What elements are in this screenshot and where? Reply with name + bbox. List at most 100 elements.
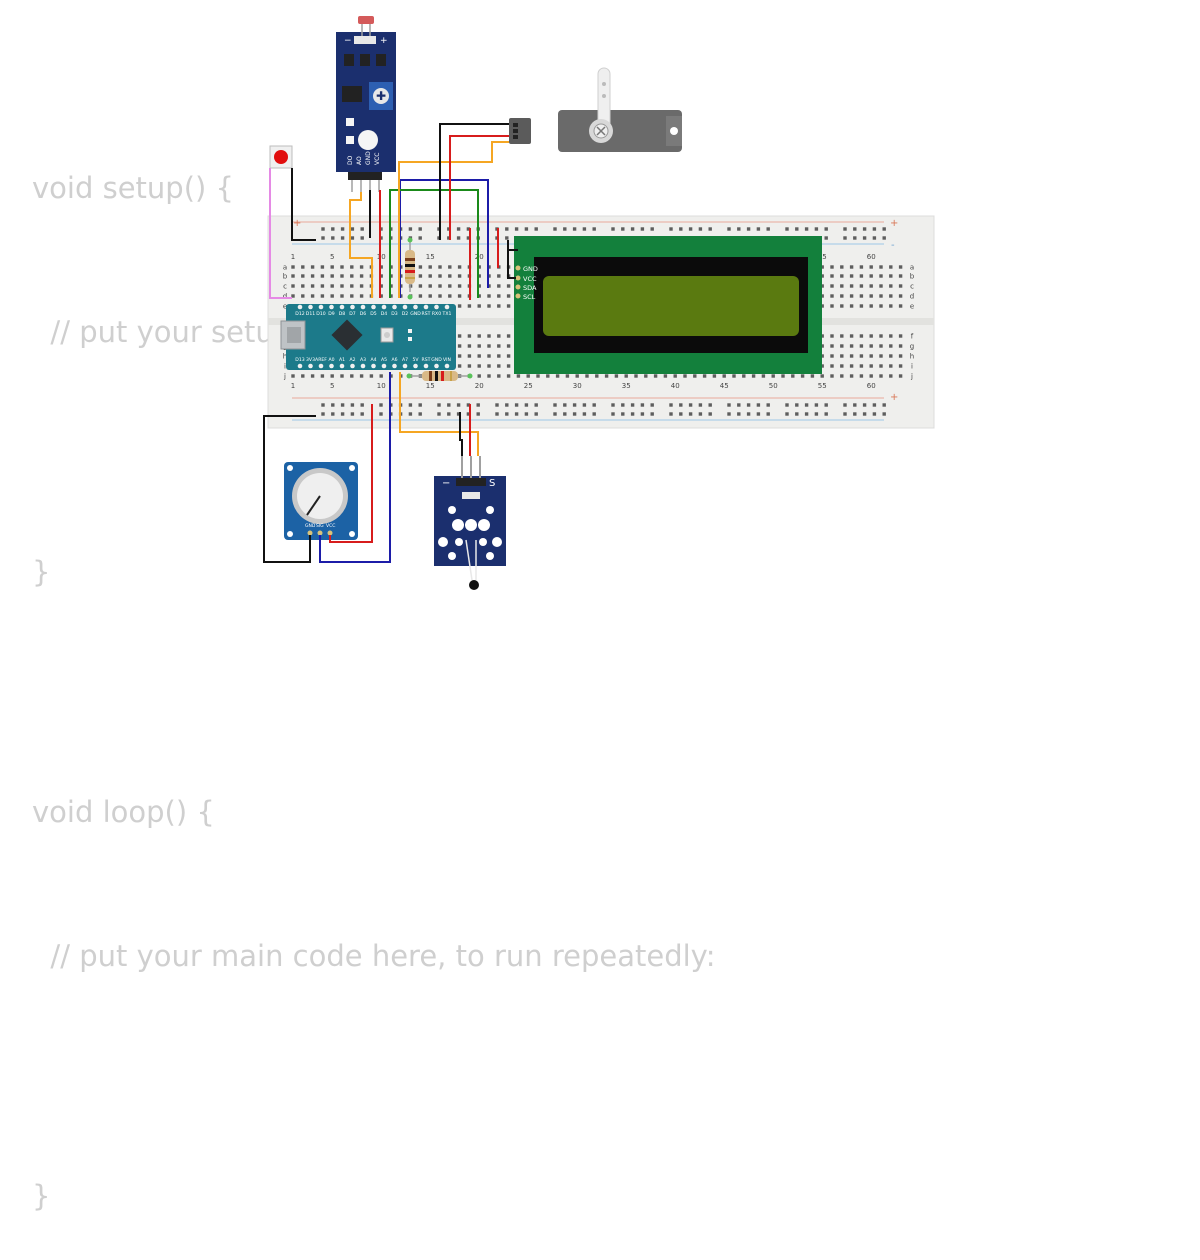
breadboard-hole: [621, 227, 625, 231]
arduino-pin[interactable]: [297, 304, 303, 310]
wires[interactable]: [263, 123, 518, 563]
breadboard-hole: [506, 364, 511, 368]
arduino-pin[interactable]: [444, 363, 450, 369]
arduino-pin[interactable]: [350, 304, 355, 310]
arduino-pin[interactable]: [402, 304, 408, 310]
breadboard-hole: [824, 412, 828, 416]
arduino-pin[interactable]: [381, 304, 387, 310]
arduino-pin[interactable]: [308, 363, 313, 369]
arduino-pin-label: RST: [422, 311, 431, 317]
arduino-pin[interactable]: [413, 304, 418, 310]
arduino-pin[interactable]: [423, 304, 429, 310]
breadboard-hole: [614, 374, 619, 378]
breadboard-hole: [359, 265, 364, 269]
arduino-pin[interactable]: [402, 363, 408, 369]
breadboard-hole: [418, 412, 422, 416]
arduino-pin[interactable]: [360, 304, 366, 310]
servo-motor[interactable]: [509, 67, 682, 152]
breadboard-hole: [795, 227, 799, 231]
breadboard-hole: [379, 274, 383, 278]
wire-red-servo-vcc[interactable]: [449, 135, 509, 240]
resistor-band: [405, 258, 415, 261]
breadboard-hole: [859, 284, 864, 288]
breadboard-hole: [359, 284, 364, 288]
breadboard-hole: [418, 265, 423, 269]
breadboard-hole: [467, 304, 472, 308]
potentiometer-indicator: [306, 495, 321, 516]
arduino-pin[interactable]: [360, 363, 366, 369]
arduino-pin[interactable]: [308, 304, 313, 310]
lcd-pin-scl[interactable]: [515, 293, 521, 299]
arduino-pin[interactable]: [329, 363, 334, 369]
arduino-pin[interactable]: [339, 304, 345, 310]
pot-pin[interactable]: [307, 530, 313, 536]
breadboard-hole: [477, 274, 481, 278]
wire-red-pot-vcc[interactable]: [329, 404, 373, 543]
breadboard-hole: [476, 403, 480, 407]
arduino-pin[interactable]: [318, 363, 324, 369]
led-indicator: [408, 337, 412, 341]
breadboard-hole: [437, 403, 441, 407]
lcd-pin-sda[interactable]: [515, 284, 521, 290]
wire-black-temp-gnd[interactable]: [459, 412, 463, 456]
lcd-display[interactable]: GND VCC SDA SCL: [514, 236, 822, 374]
breadboard-hole: [563, 412, 567, 416]
wire-black-servo-gnd[interactable]: [439, 123, 509, 240]
wire-black-pot-gnd[interactable]: [263, 415, 316, 563]
resistor-vertical[interactable]: [405, 237, 415, 300]
resistor-horizontal[interactable]: [406, 371, 473, 381]
lcd-screen: [543, 276, 799, 336]
breadboard-hole: [497, 334, 501, 338]
breadboard-hole: [882, 227, 886, 231]
wire-green-lcd-scl[interactable]: [389, 189, 479, 298]
pot-pin[interactable]: [317, 530, 323, 536]
arduino-pin-label: AREF: [315, 357, 327, 363]
breadboard-column-number: 30: [573, 382, 582, 390]
pot-pin[interactable]: [327, 530, 333, 536]
arduino-pin-label: D10: [316, 311, 325, 317]
wire-orange-temp-signal[interactable]: [399, 372, 479, 456]
wire-orange-servo-signal[interactable]: [398, 141, 509, 298]
push-button-cap[interactable]: [274, 150, 288, 164]
breadboard-hole: [820, 334, 824, 338]
arduino-pin[interactable]: [434, 304, 439, 310]
breadboard-hole: [862, 236, 867, 240]
breadboard-hole: [369, 374, 374, 378]
wire-blue-pot-signal[interactable]: [319, 372, 391, 563]
push-button[interactable]: [269, 145, 293, 169]
arduino-pin[interactable]: [381, 363, 387, 369]
arduino-pin[interactable]: [371, 363, 376, 369]
arduino-pin[interactable]: [413, 363, 418, 369]
breadboard-hole: [360, 403, 364, 407]
breadboard-hole: [505, 403, 509, 407]
arduino-pin[interactable]: [392, 304, 397, 310]
arduino-pin[interactable]: [297, 363, 303, 369]
breadboard-row-letter: j: [910, 373, 913, 381]
lcd-pin-gnd[interactable]: [515, 265, 521, 271]
breadboard-hole: [506, 334, 511, 338]
arduino-pin[interactable]: [434, 363, 439, 369]
ldr-sensor-module[interactable]: − + ✚ DO AO GND VCC: [336, 16, 396, 192]
wire-pink-button[interactable]: [269, 168, 292, 299]
trim-potentiometer-knob[interactable]: [373, 88, 389, 104]
arduino-pin[interactable]: [444, 304, 450, 310]
arduino-pin[interactable]: [318, 304, 324, 310]
arduino-pin[interactable]: [339, 363, 345, 369]
temperature-sensor-module[interactable]: − S: [434, 456, 506, 590]
breadboard-hole: [448, 274, 452, 278]
breadboard-hole: [830, 304, 834, 308]
breadboard-hole: [340, 294, 344, 298]
arduino-pin[interactable]: [350, 363, 355, 369]
wire-black-button-gnd[interactable]: [291, 168, 316, 241]
arduino-pin[interactable]: [423, 363, 429, 369]
lcd-pin-vcc[interactable]: [515, 275, 521, 281]
arduino-pin[interactable]: [371, 304, 376, 310]
wire-orange-ldr-ao[interactable]: [349, 192, 373, 298]
breadboard-hole: [563, 403, 567, 407]
arduino-pin[interactable]: [329, 304, 334, 310]
circuit-canvas[interactable]: + + - + 11551010151520202525303035354040…: [0, 0, 1200, 630]
arduino-pin[interactable]: [392, 363, 397, 369]
potentiometer-module[interactable]: GND SIG VCC: [284, 462, 358, 540]
wire-black-lcd-gnd[interactable]: [507, 240, 516, 279]
